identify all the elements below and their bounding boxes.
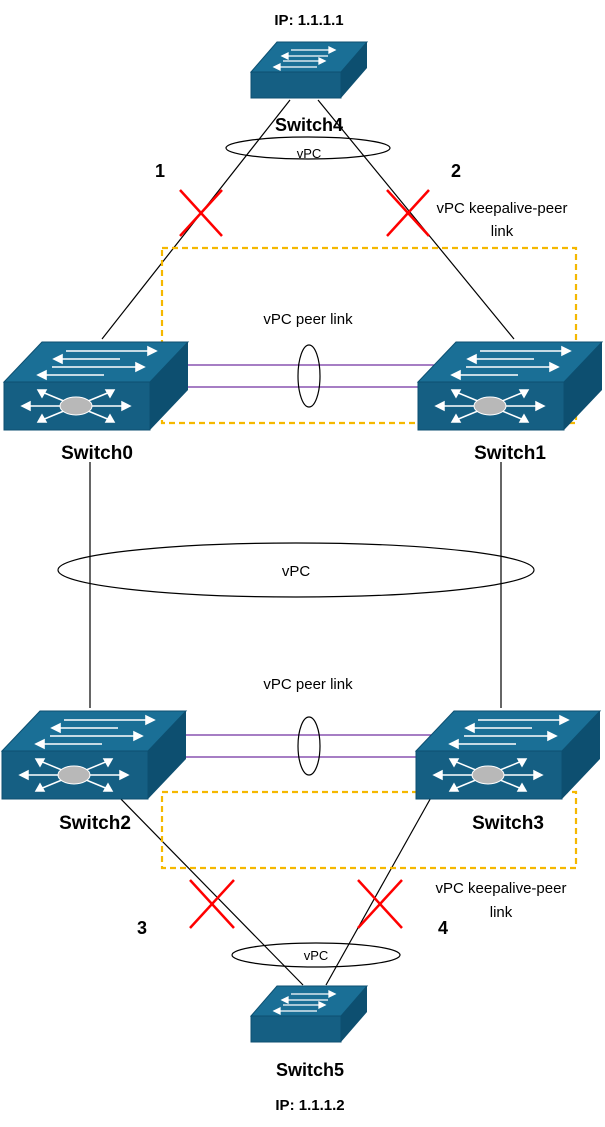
vpc-ellipse-middle — [57, 542, 535, 598]
failure-x-2-icon — [386, 189, 430, 237]
keepalive-box-top — [160, 246, 578, 425]
vpc-ellipse-bottom — [231, 942, 401, 968]
switch4-ip: IP: 1.1.1.1 — [274, 12, 343, 29]
keepalive-box-bottom — [160, 790, 578, 870]
switch0-icon[interactable] — [3, 341, 189, 431]
switch4-name: Switch4 — [275, 115, 343, 135]
failure-x-3-icon — [189, 879, 235, 929]
vpc-label-bottom: vPC — [304, 948, 329, 963]
link-switch3-switch5 — [325, 793, 434, 986]
failure-x-1-icon — [179, 189, 223, 237]
switch2-name: Switch2 — [59, 813, 131, 834]
switch5-icon[interactable] — [249, 985, 369, 1043]
keepalive-label-top-line2: link — [491, 223, 514, 240]
vpc-ellipse-top — [225, 136, 391, 160]
failure-x-4-icon — [357, 879, 403, 929]
switch2-icon[interactable] — [1, 710, 187, 800]
peer-link-top — [186, 344, 436, 408]
switch4-icon[interactable] — [249, 41, 369, 99]
peer-link-label-top: vPC peer link — [263, 311, 353, 328]
keepalive-label-bottom-line1: vPC keepalive-peer — [436, 880, 567, 897]
switch5-name: Switch5 — [276, 1060, 344, 1080]
link-switch4-switch1 — [317, 99, 515, 340]
vpc-label-top: vPC — [297, 146, 322, 161]
switch1-icon[interactable] — [417, 341, 603, 431]
failure-marker-1: 1 — [155, 161, 165, 181]
keepalive-label-top-line1: vPC keepalive-peer — [437, 200, 568, 217]
links — [89, 99, 515, 986]
link-switch2-switch5 — [115, 793, 304, 986]
peer-link-label-bottom: vPC peer link — [263, 676, 353, 693]
failure-marker-3: 3 — [137, 918, 147, 938]
failure-marker-4: 4 — [438, 918, 448, 938]
switch3-name: Switch3 — [472, 813, 544, 834]
switch3-icon[interactable] — [415, 710, 601, 800]
peer-link-ellipse-top — [297, 344, 321, 408]
failure-marker-2: 2 — [451, 161, 461, 181]
peer-link-ellipse-bottom — [297, 716, 321, 776]
switch5-ip: IP: 1.1.1.2 — [275, 1097, 344, 1114]
vpc-label-middle: vPC — [282, 563, 311, 580]
keepalive-label-bottom-line2: link — [490, 904, 513, 921]
peer-link-bottom — [186, 716, 434, 776]
switch0-name: Switch0 — [61, 443, 133, 464]
switch1-name: Switch1 — [474, 443, 546, 464]
